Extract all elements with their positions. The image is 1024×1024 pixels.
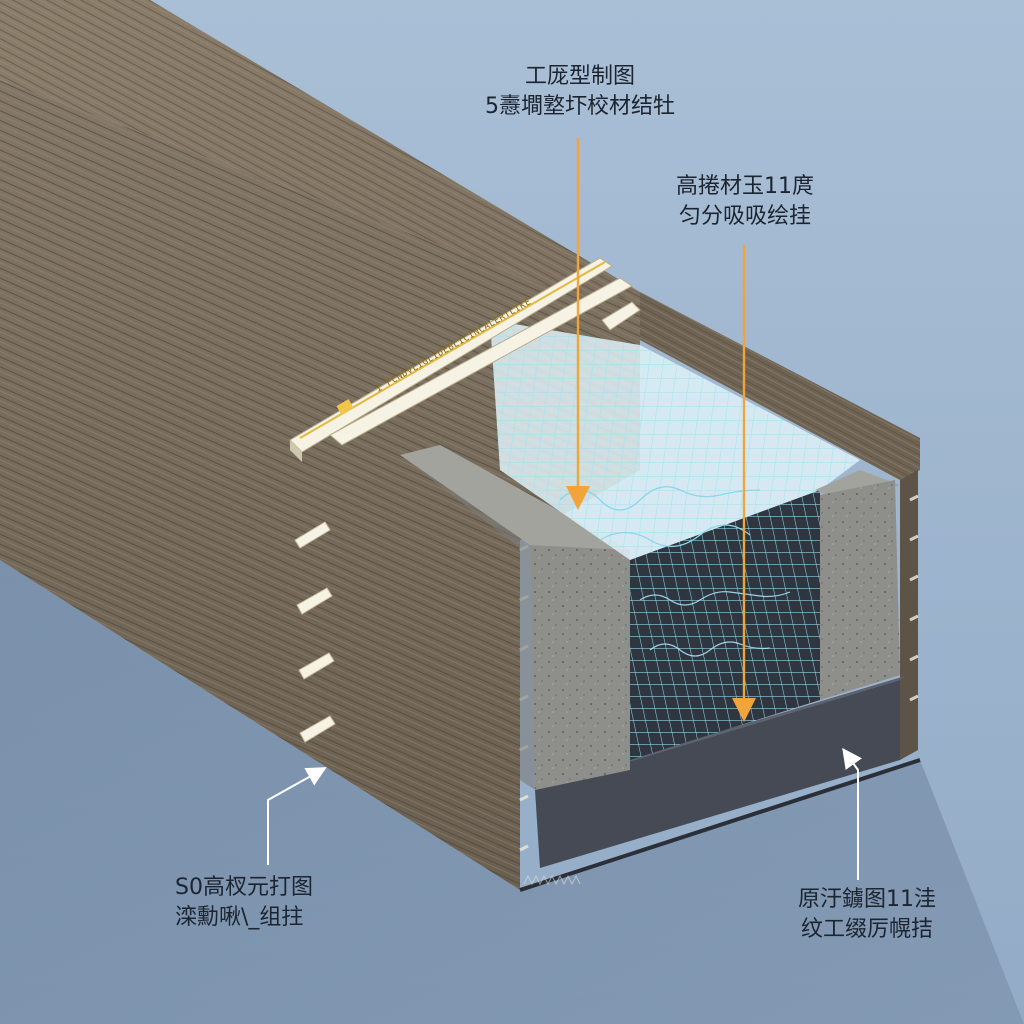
callout-middle-line2: 匀分吸吸绘挂 <box>678 204 811 229</box>
timber-beam <box>0 0 921 892</box>
callout-bottom-left-line2: 滦勳啾\_组拄 <box>175 905 304 930</box>
cast-shadow <box>0 560 1024 1024</box>
callout-bottom-right: 原汙鐪图11洼 纹工缀厉幌拮 <box>772 885 962 945</box>
callout-bottom-right-line1: 原汙鐪图11洼 <box>798 887 936 912</box>
callout-top-line2: 5㦞墹墪圷校材结牡 <box>485 94 675 119</box>
beam-right-end <box>900 470 918 760</box>
callout-bottom-left-line1: S0高杈元打图 <box>175 875 313 900</box>
callout-middle-line1: 高捲材玉11庹 <box>676 174 814 199</box>
waterproof-membrane <box>535 680 900 868</box>
callout-top: 工厐型制图 5㦞墹墪圷校材结牡 <box>455 62 705 122</box>
arrow-bottom-left <box>267 767 327 865</box>
callout-bottom-left: S0高杈元打图 滦勳啾\_组拄 <box>175 873 375 933</box>
concrete-left <box>400 445 630 790</box>
wall-tabs <box>294 521 336 743</box>
callout-top-line1: 工厐型制图 <box>524 64 635 89</box>
callout-bottom-right-line2: 纹工缀厉幌拮 <box>800 917 933 942</box>
concrete-right <box>815 470 900 700</box>
callout-middle: 高捲材玉11庹 匀分吸吸绘挂 <box>655 172 835 232</box>
arrow-bottom-right <box>842 747 862 880</box>
